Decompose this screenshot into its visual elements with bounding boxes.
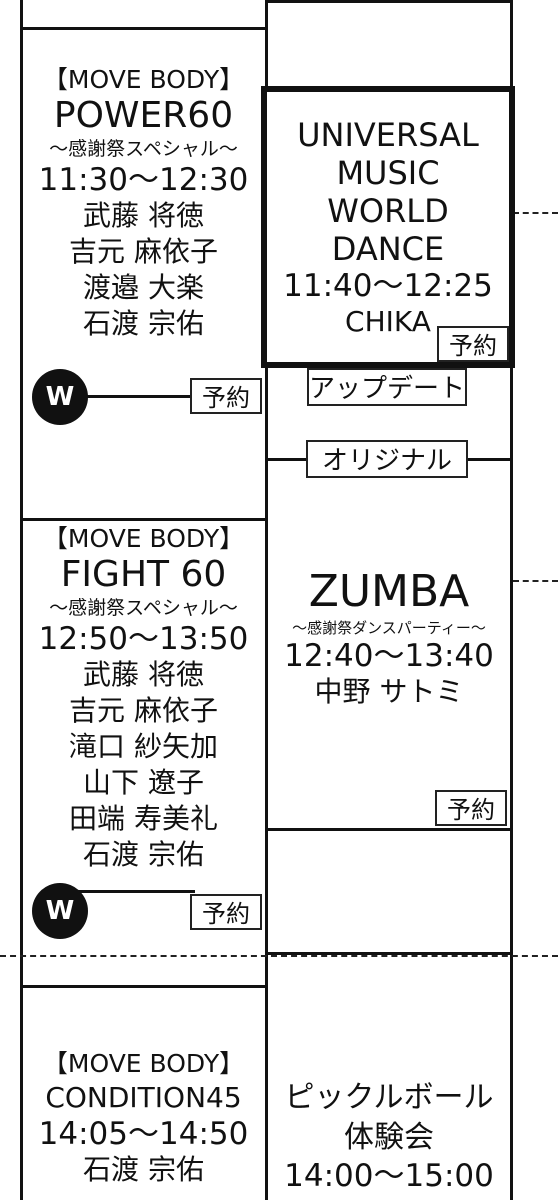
class-subtitle: ～感謝祭ダンスパーティー～ — [292, 619, 486, 637]
instructor-name: 石渡 宗佑 — [83, 1153, 204, 1186]
instructor-name: 吉元 麻依子 — [69, 694, 218, 727]
left-class3: 【MOVE BODY】 CONDITION45 14:05～14:50 石渡 宗… — [22, 1048, 265, 1188]
class-title-line: UNIVERSAL — [297, 116, 479, 154]
class-time: 11:40～12:25 — [283, 268, 493, 304]
left-class2-badge-line — [60, 890, 195, 893]
class-title-line: WORLD — [327, 192, 449, 230]
right-class1: UNIVERSAL MUSIC WORLD DANCE 11:40～12:25 … — [267, 116, 509, 340]
instructor-name: 武藤 将徳 — [83, 199, 204, 232]
instructor-name: 渡邉 大楽 — [83, 271, 204, 304]
right-edge-dash-2 — [513, 580, 558, 582]
right-column-edge-line — [510, 0, 513, 1200]
w-badge-icon: W — [32, 369, 88, 425]
w-badge-icon: W — [32, 883, 88, 939]
instructor-name: 中野 サトミ — [314, 675, 464, 708]
class-time: 11:30～12:30 — [38, 162, 249, 198]
left-class2: 【MOVE BODY】 FIGHT 60 ～感謝祭スペシャル～ 12:50～13… — [22, 523, 265, 873]
left-class1-top-line — [20, 27, 268, 30]
class-time: 12:50～13:50 — [38, 621, 249, 657]
class-title-line: DANCE — [331, 230, 445, 268]
class-time: 14:05～14:50 — [38, 1116, 249, 1152]
instructor-name: 武藤 将徳 — [83, 658, 204, 691]
right-class2: ZUMBA ～感謝祭ダンスパーティー～ 12:40～13:40 中野 サトミ — [268, 566, 510, 710]
instructor-name: 田端 寿美礼 — [69, 802, 218, 835]
class-subtitle: ～感謝祭スペシャル～ — [49, 138, 238, 160]
reserve-button[interactable]: 予約 — [435, 790, 507, 826]
right-class1-box: UNIVERSAL MUSIC WORLD DANCE 11:40～12:25 … — [261, 86, 515, 368]
left-class1-bottom-line — [20, 518, 268, 521]
instructor-name: 山下 遼子 — [83, 766, 204, 799]
class-title: FIGHT 60 — [60, 554, 227, 595]
right-class3-top-line — [265, 952, 513, 955]
left-class1-badge-line — [60, 395, 195, 398]
class-tag: 【MOVE BODY】 — [42, 524, 245, 553]
class-subtitle: ～感謝祭スペシャル～ — [49, 597, 238, 619]
reserve-button[interactable]: 予約 — [190, 378, 262, 414]
center-divider-line — [265, 0, 268, 1200]
original-tag: オリジナル — [306, 440, 468, 478]
class-title: POWER60 — [53, 95, 234, 136]
class-time: 14:00～15:00 — [284, 1158, 494, 1194]
right-class3: ピックルボール 体験会 14:00～15:00 — [268, 1078, 510, 1194]
right-edge-dash-1 — [513, 212, 558, 214]
left-class1: 【MOVE BODY】 POWER60 ～感謝祭スペシャル～ 11:30～12:… — [22, 64, 265, 342]
instructor-name: 吉元 麻依子 — [69, 235, 218, 268]
class-tag: 【MOVE BODY】 — [42, 1049, 245, 1078]
class-time: 12:40～13:40 — [284, 638, 494, 674]
class-title: ZUMBA — [308, 566, 470, 617]
time-divider-dash — [0, 955, 558, 957]
right-top-line — [265, 0, 513, 3]
right-class2-bottom-line — [265, 828, 513, 831]
left-edge-line — [20, 0, 23, 1200]
update-tag: アップデート — [307, 368, 467, 406]
class-title-line: MUSIC — [336, 154, 440, 192]
class-title-line: ピックルボール — [284, 1080, 494, 1115]
class-title: CONDITION45 — [45, 1081, 242, 1114]
instructor-name: 石渡 宗佑 — [83, 307, 204, 340]
left-class2-bottom-line — [20, 985, 268, 988]
class-tag: 【MOVE BODY】 — [42, 65, 245, 94]
instructor-name: 滝口 紗矢加 — [69, 730, 218, 763]
instructor-name: 石渡 宗佑 — [83, 838, 204, 871]
instructor-name: CHIKA — [345, 305, 431, 338]
reserve-button[interactable]: 予約 — [437, 326, 509, 362]
reserve-button[interactable]: 予約 — [190, 894, 262, 930]
class-title-line: 体験会 — [344, 1120, 434, 1155]
